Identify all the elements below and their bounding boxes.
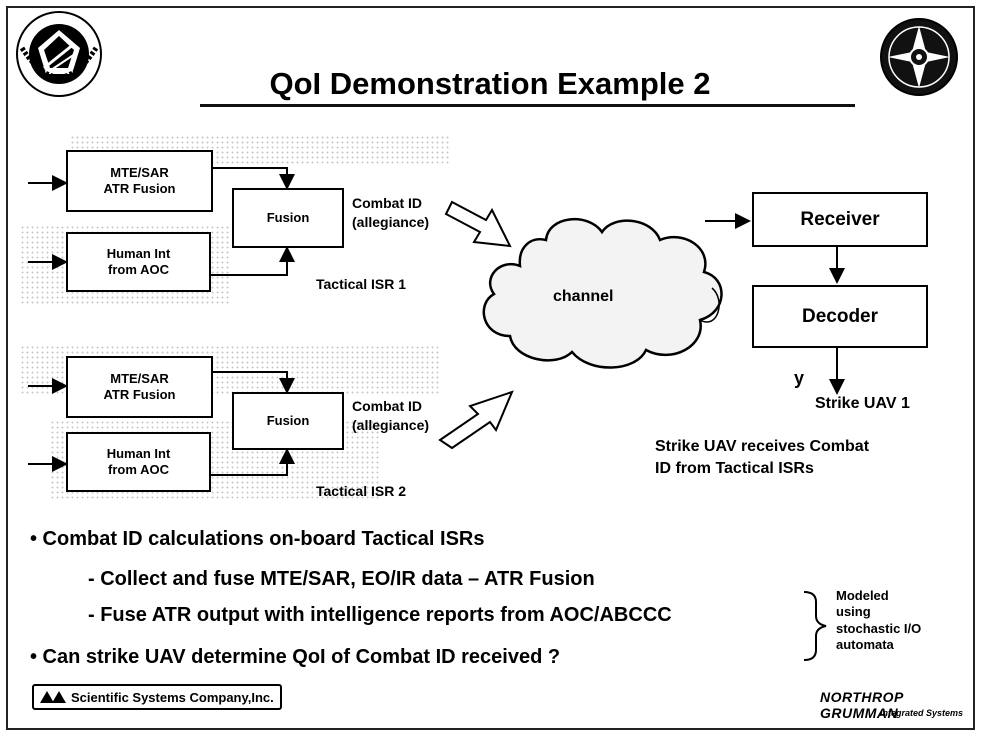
afrl-seal-logo [16,11,102,97]
northrop-grumman-logo: NORTHROP GRUMMAN [820,689,904,721]
mte-sar-atr-fusion-box-2: MTE/SAR ATR Fusion [66,356,213,418]
strike-uav-label: Strike UAV 1 [815,395,910,412]
fusion-box-2: Fusion [232,392,344,450]
receiver-box: Receiver [752,192,928,247]
ssc-mark-icon [40,691,66,703]
tactical-isr-1-label: Tactical ISR 1 [316,276,407,292]
combat-id-label-1: Combat ID (allegiance) [352,195,430,230]
combat-id-label-2: Combat ID (allegiance) [352,398,430,433]
emblem-icon [880,18,958,96]
bullet-1a: - Collect and fuse MTE/SAR, EO/IR data –… [88,568,595,590]
human-int-box-1: Human Int from AOC [66,232,211,292]
decoder-box: Decoder [752,285,928,348]
page-title: QoI Demonstration Example 2 [269,66,711,101]
mte-sar-atr-fusion-box-1: MTE/SAR ATR Fusion [66,150,213,212]
human-int-box-2: Human Int from AOC [66,432,211,492]
title-underline [200,104,855,107]
scientific-systems-logo: Scientific Systems Company,Inc. [32,684,282,710]
fusion-box-1: Fusion [232,188,344,248]
output-variable-y: y [794,368,805,388]
bullet-2: • Can strike UAV determine QoI of Combat… [30,646,561,668]
bullet-1b: - Fuse ATR output with intelligence repo… [88,604,672,626]
channel-label: channel [553,288,614,305]
diagram-caption: Strike UAV receives Combat ID from Tacti… [655,438,870,478]
tactical-isr-2-label: Tactical ISR 2 [316,483,407,499]
bullet-1: • Combat ID calculations on-board Tactic… [30,528,485,550]
ssc-logo-text: Scientific Systems Company,Inc. [71,689,274,705]
northrop-grumman-sub: Integrated Systems [880,708,964,718]
slide-frame [6,6,975,730]
brace-note: Modeled using stochastic I/O automata [836,588,922,652]
